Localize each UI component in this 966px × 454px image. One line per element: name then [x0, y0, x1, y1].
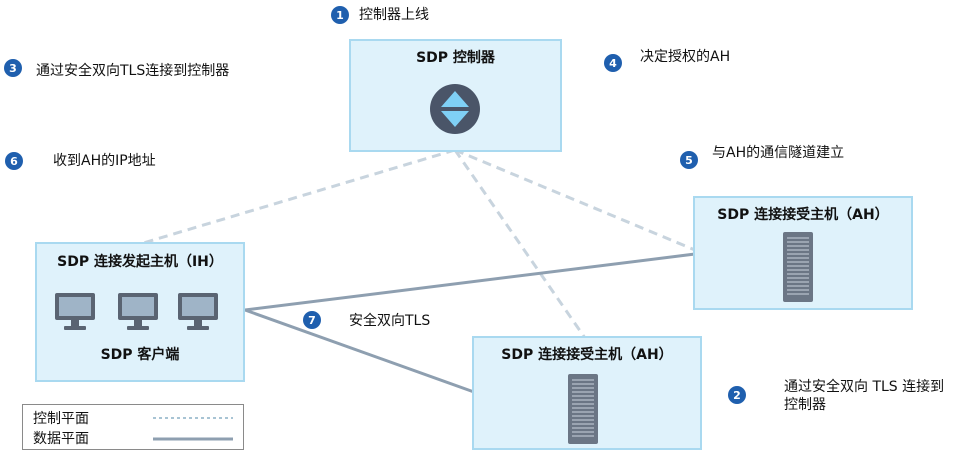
control-line-controller-ah-bottom	[453, 149, 587, 339]
step-text: 安全双向TLS	[349, 313, 431, 329]
server-icon	[783, 232, 813, 302]
legend-control-plane-label: 控制平面	[33, 411, 89, 427]
step-4: 4 决定授权的AH	[604, 49, 730, 72]
ah-bottom-box: SDP 连接接受主机（AH）	[472, 336, 702, 450]
legend: 控制平面 数据平面	[22, 404, 244, 450]
ah-top-box: SDP 连接接受主机（AH）	[693, 196, 913, 310]
ih-box: SDP 连接发起主机（IH） SDP 客户端	[35, 242, 245, 382]
ih-title: SDP 连接发起主机（IH）	[57, 254, 223, 270]
step-3: 3 通过安全双向TLS连接到控制器	[4, 59, 229, 80]
step-badge: 6	[5, 152, 23, 170]
data-line-ih-ah-top	[244, 252, 696, 312]
step-text: 通过安全双向 TLS 连接到控制器	[784, 379, 945, 413]
step-badge: 5	[680, 151, 698, 169]
server-icon	[568, 374, 598, 444]
step-7: 7 安全双向TLS	[303, 311, 430, 330]
step-text: 控制器上线	[359, 7, 429, 23]
step-6: 6 收到AH的IP地址	[5, 152, 156, 170]
data-line-ih-ah-bottom	[244, 308, 475, 394]
controller-box: SDP 控制器	[349, 39, 562, 152]
legend-data-plane-line	[153, 437, 233, 441]
step-5: 5 与AH的通信隧道建立	[680, 145, 844, 169]
diamond-arrows-icon	[430, 84, 480, 134]
control-line-controller-ah-top	[454, 148, 696, 252]
controller-title: SDP 控制器	[416, 50, 495, 66]
control-line-controller-ih	[139, 148, 456, 246]
ah-top-title: SDP 连接接受主机（AH）	[717, 207, 889, 223]
step-badge: 4	[604, 54, 622, 72]
step-1: 1 控制器上线	[331, 6, 429, 24]
step-2: 2 通过安全双向 TLS 连接到控制器	[728, 378, 954, 414]
legend-control-plane-line	[153, 417, 233, 419]
step-text: 通过安全双向TLS连接到控制器	[36, 63, 230, 79]
step-text: 决定授权的AH	[640, 49, 731, 65]
step-badge: 2	[728, 386, 746, 404]
step-text: 收到AH的IP地址	[53, 153, 156, 169]
monitor-icon	[118, 293, 158, 330]
ah-bottom-title: SDP 连接接受主机（AH）	[501, 347, 673, 363]
legend-data-plane-label: 数据平面	[33, 431, 89, 447]
ih-client-label: SDP 客户端	[100, 347, 180, 363]
step-text: 与AH的通信隧道建立	[712, 145, 845, 161]
step-badge: 3	[4, 59, 22, 77]
step-badge: 7	[303, 311, 321, 329]
monitor-icon	[55, 293, 95, 330]
step-badge: 1	[331, 6, 349, 24]
monitor-icon	[178, 293, 218, 330]
